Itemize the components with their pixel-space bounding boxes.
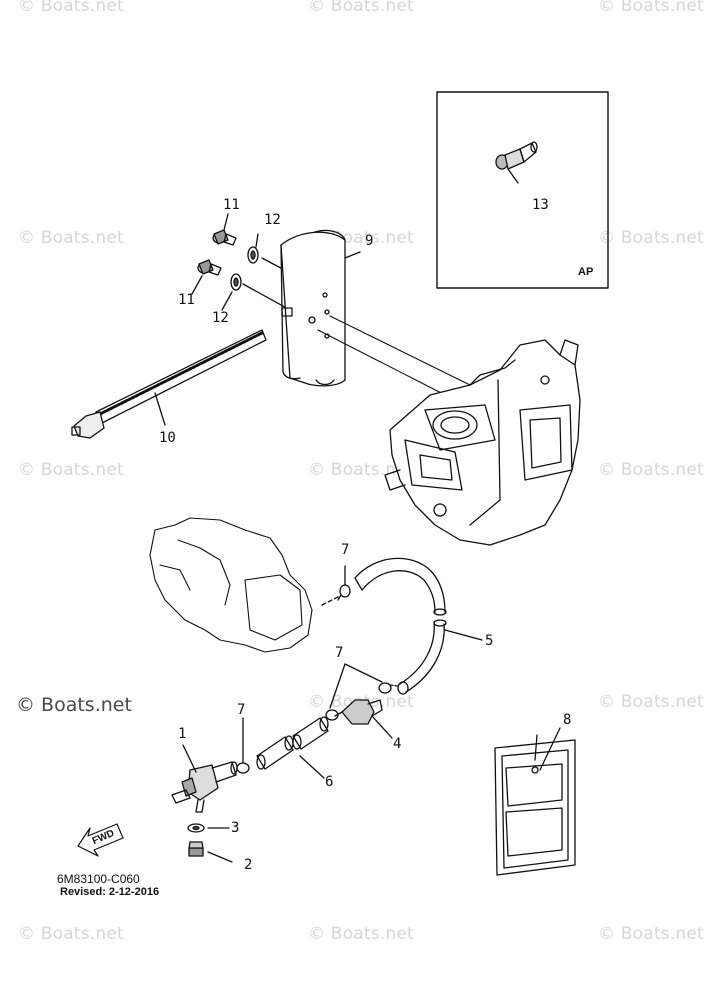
part-7-clip-lower <box>236 717 250 774</box>
diagram-code: 6M83100-C060 <box>57 872 140 886</box>
revised-date: Revised: 2-12-2016 <box>60 886 160 898</box>
watermark: © Boats.net <box>598 228 704 248</box>
callout-12: 12 <box>212 310 229 326</box>
watermark: © Boats.net <box>598 692 704 712</box>
engine-block <box>384 339 581 546</box>
part-11-bolt-lower <box>191 259 222 295</box>
callout-8: 8 <box>563 712 572 728</box>
callout-7: 7 <box>237 702 246 718</box>
watermark: © Boats.net <box>598 0 704 16</box>
callout-7: 7 <box>341 542 350 558</box>
part-6-hose <box>256 716 329 779</box>
part-8-label <box>494 727 576 876</box>
part-9-cover <box>280 229 361 387</box>
part-12-washer-lower <box>221 273 242 311</box>
watermark: © Boats.net <box>18 460 124 480</box>
part-1-fuel-cock <box>171 744 238 813</box>
part-13-fitting <box>495 141 538 184</box>
part-4-filter <box>334 699 393 739</box>
callout-7: 7 <box>335 645 344 661</box>
callout-6: 6 <box>325 774 334 790</box>
fwd-arrow-icon <box>77 823 124 857</box>
watermark: © Boats.net <box>308 460 414 480</box>
callout-10: 10 <box>159 430 176 446</box>
callout-11: 11 <box>178 292 195 308</box>
watermark: © Boats.net <box>308 0 414 16</box>
callout-4: 4 <box>393 736 402 752</box>
watermark: © Boats.net <box>18 924 124 944</box>
inset-label: AP <box>578 266 594 278</box>
watermark: © Boats.net <box>18 228 124 248</box>
watermark: © Boats.net <box>308 924 414 944</box>
callout-5: 5 <box>485 633 494 649</box>
callout-2: 2 <box>244 857 253 873</box>
part-10-cable-tie <box>71 329 267 439</box>
part-3-washer <box>187 823 230 833</box>
callout-13: 13 <box>532 197 549 213</box>
callout-3: 3 <box>231 820 240 836</box>
part-5-hose <box>354 557 483 695</box>
inset-box <box>436 91 609 289</box>
watermark-main: © Boats.net <box>16 694 132 716</box>
watermark: © Boats.net <box>598 460 704 480</box>
watermark: © Boats.net <box>598 924 704 944</box>
part-7-clip-upper <box>321 565 351 606</box>
ghost-engine-outline <box>149 517 313 653</box>
callout-11: 11 <box>223 197 240 213</box>
part-11-bolt-upper <box>212 213 237 246</box>
callout-9: 9 <box>365 233 374 249</box>
callout-1: 1 <box>178 726 187 742</box>
part-2-bolt <box>188 841 233 863</box>
watermark: © Boats.net <box>18 0 124 16</box>
part-12-washer-upper <box>247 233 259 264</box>
part-7-clip-mid <box>325 663 399 721</box>
callout-12: 12 <box>264 212 281 228</box>
